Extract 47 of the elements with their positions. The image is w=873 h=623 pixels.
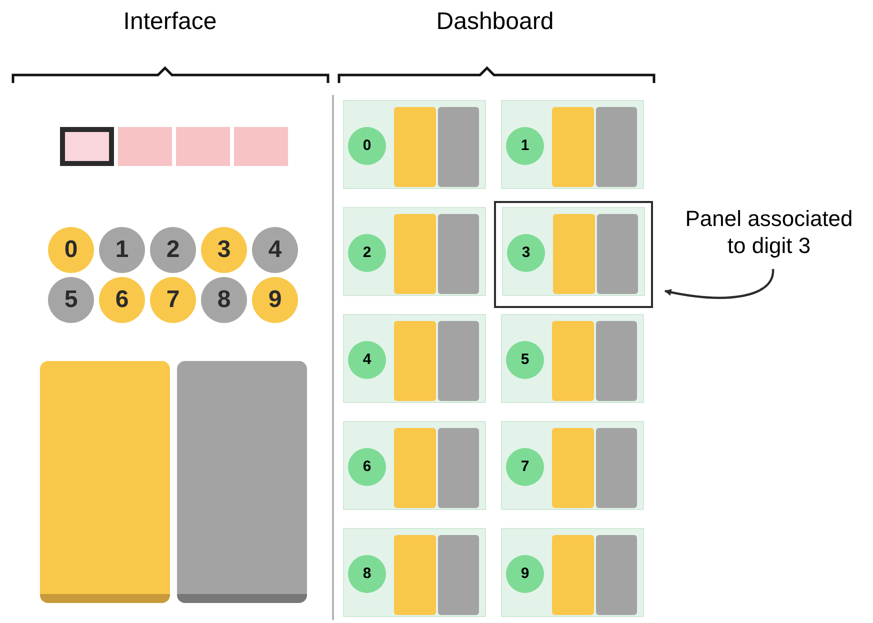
curved-arrow (664, 268, 774, 299)
dashboard-panel (501, 528, 644, 617)
annotation-text: Panel associated to digit 3 (674, 205, 864, 261)
digit-badge: 3 (507, 234, 545, 272)
dashboard-panel (343, 421, 486, 510)
section-heading: Dashboard (435, 7, 555, 37)
panel-bar (597, 214, 638, 294)
dashboard-panel (343, 528, 486, 617)
panel-bar (438, 321, 479, 401)
digit-badge: 9 (506, 555, 544, 593)
panel-bar (394, 535, 436, 615)
panel-bar (394, 321, 436, 401)
panel-bar (394, 214, 436, 294)
digit-badge: 5 (506, 341, 544, 379)
digit-badge: 7 (506, 448, 544, 486)
panel-bar (438, 214, 479, 294)
dashboard-panel (343, 314, 486, 403)
panel-bar (552, 321, 594, 401)
key-button (177, 361, 307, 603)
panel-bar (394, 428, 436, 508)
panel-bar (552, 428, 594, 508)
dashboard-panel (501, 421, 644, 510)
panel-bar (552, 107, 594, 187)
digit-badge: 0 (348, 127, 386, 165)
dashboard-panel (501, 100, 644, 189)
dashboard-panel (501, 314, 644, 403)
section-heading: Interface (122, 7, 218, 37)
panel-bar (552, 535, 594, 615)
panel-bar (553, 214, 595, 294)
panel-bar (438, 107, 479, 187)
dashboard-panel (343, 100, 486, 189)
dashboard-panel (343, 207, 486, 296)
digit-badge: 6 (348, 448, 386, 486)
digit-badge: 1 (506, 127, 544, 165)
dashboard-panel (502, 207, 645, 296)
highlight-frame (494, 201, 653, 308)
panel-bar (438, 428, 479, 508)
panel-bar (596, 107, 637, 187)
panel-bar (394, 107, 436, 187)
key-button (40, 361, 170, 603)
digit-badge: 8 (348, 555, 386, 593)
panel-bar (596, 535, 637, 615)
panel-bar (596, 428, 637, 508)
digit-badge: 4 (348, 341, 386, 379)
panel-bar (438, 535, 479, 615)
panel-bar (596, 321, 637, 401)
digit-badge: 2 (348, 234, 386, 272)
